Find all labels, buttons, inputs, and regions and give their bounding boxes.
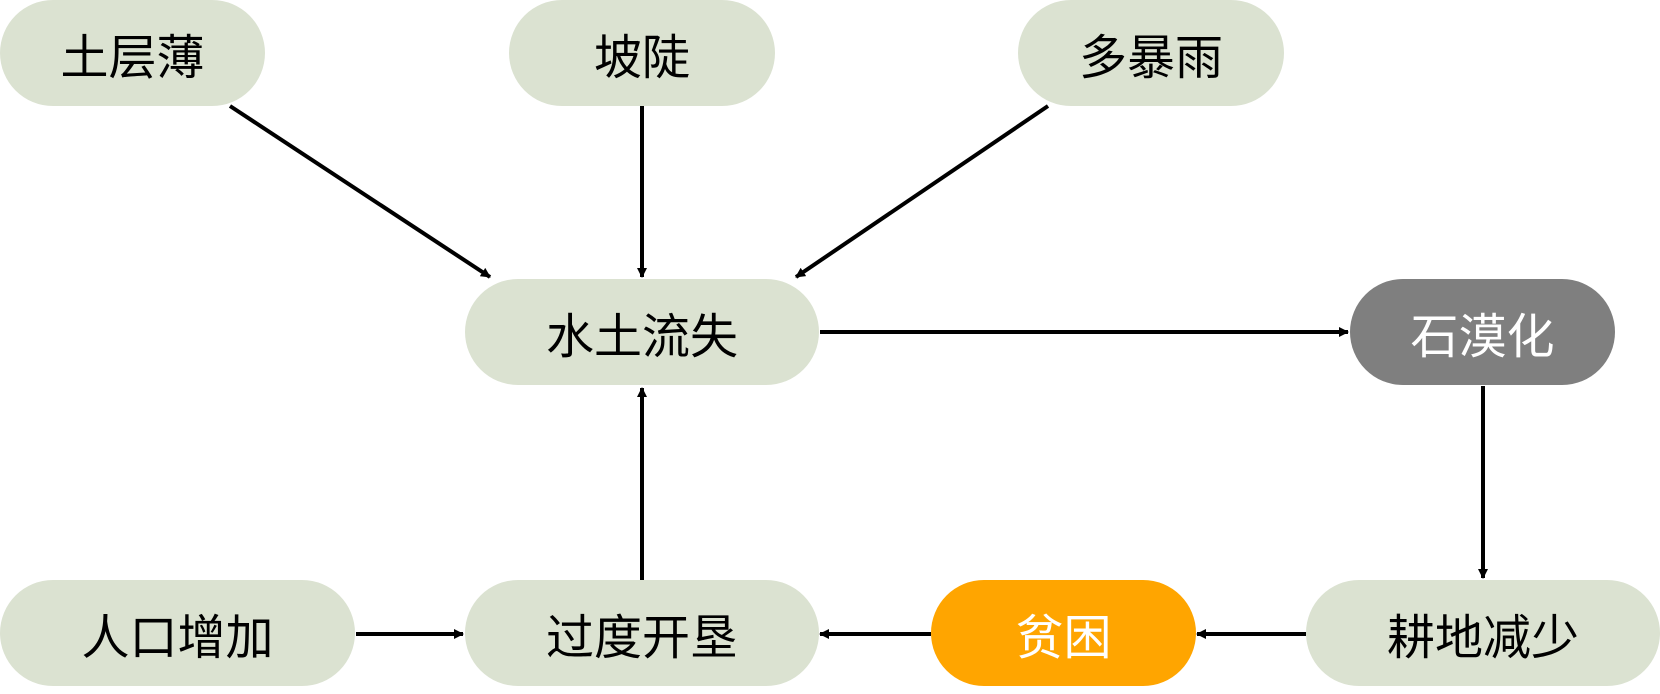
arrow-thin-soil-to-erosion bbox=[228, 104, 492, 279]
node-steep-slope: 坡陡 bbox=[509, 0, 775, 106]
node-over-cultivation: 过度开垦 bbox=[465, 580, 819, 686]
node-farmland-decrease: 耕地减少 bbox=[1306, 580, 1660, 686]
node-population-growth: 人口增加 bbox=[0, 580, 355, 686]
node-poverty: 贫困 bbox=[931, 580, 1196, 686]
node-rocky-desertification: 石漠化 bbox=[1350, 279, 1615, 385]
node-soil-erosion: 水土流失 bbox=[465, 279, 819, 385]
arrow-rain-to-erosion bbox=[794, 104, 1050, 279]
node-heavy-rain: 多暴雨 bbox=[1018, 0, 1284, 106]
node-thin-soil: 土层薄 bbox=[0, 0, 265, 106]
